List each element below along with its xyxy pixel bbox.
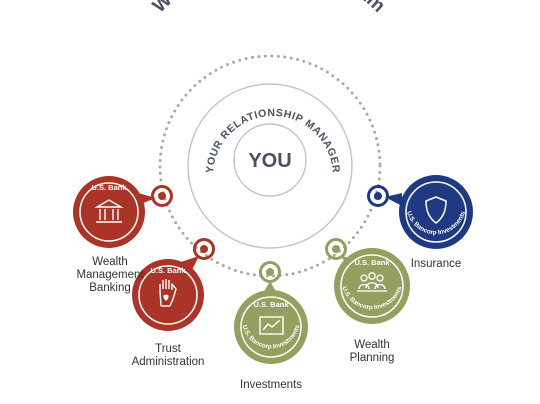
service-bubble-investments: U.S. Bank U.S. Bancorp Investments [234,281,308,364]
you-circle [233,123,307,197]
ring-node-investments [259,261,281,283]
label-line: Banking [89,282,131,294]
ring-node-insurance [367,185,389,207]
ring-node-planning [325,238,347,260]
label-line: Insurance [410,258,462,270]
label-wealth-management-banking: Wealth Management Banking [62,256,158,295]
label-line: Planning [349,352,395,364]
label-wealth-planning: Wealth Planning [324,339,420,365]
bank-building-icon [94,199,124,223]
ring-node-banking [151,185,173,207]
label-line: Management [76,269,144,281]
diagram-title: Wealth Management Team [149,0,389,17]
badge-us-bank: U.S. Bank [150,266,186,275]
service-bubble-wealth-planning: U.S. Bank U.S. Bancorp Investments [334,248,410,324]
people-group-icon [357,272,387,292]
label-insurance: Insurance [388,258,484,271]
label-line: Trust [155,343,181,355]
label-line: Wealth [354,339,390,351]
badge-us-bank: U.S. Bank [253,300,289,309]
you-label: YOU [248,150,291,172]
hand-heart-icon [159,279,177,307]
label-line: Investments [240,379,302,391]
service-bubble-insurance: U.S. Bancorp Investments [385,175,473,249]
line-chart-icon [259,316,284,335]
label-line: Wealth [92,256,128,268]
badge-us-bank: U.S. Bank [91,183,127,192]
badge-us-bank: U.S. Bank [354,258,390,267]
relationship-manager-ring [187,83,353,249]
label-line: Administration [131,356,205,368]
outer-dotted-ring [158,54,382,278]
label-trust-administration: Trust Administration [118,343,218,369]
service-bubble-trust-administration: U.S. Bank [132,256,204,331]
ring-node-trust [193,238,215,260]
label-investments: Investments [221,379,321,392]
shield-icon [425,196,447,224]
service-bubble-wealth-management-banking: U.S. Bank [73,176,156,248]
